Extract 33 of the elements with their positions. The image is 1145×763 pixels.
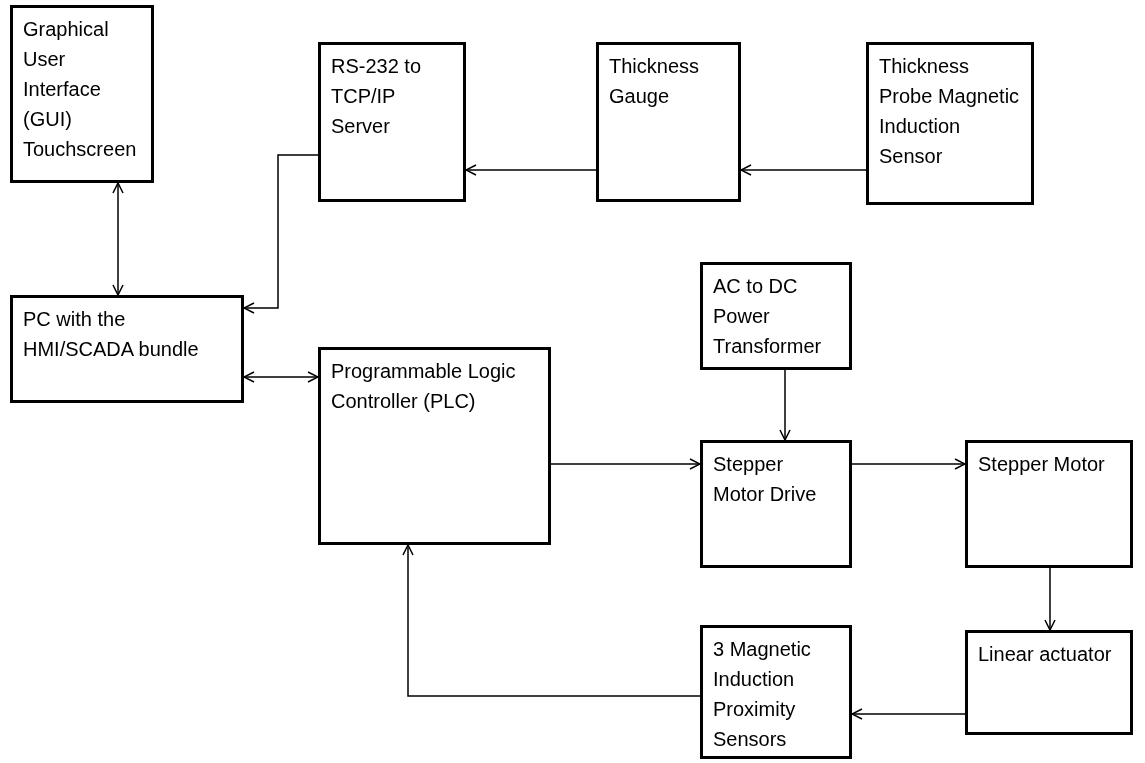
box-label: Programmable Logic Controller (PLC) (331, 359, 517, 414)
arrow (243, 154, 319, 314)
arrow (550, 458, 701, 470)
process-box (318, 347, 551, 545)
process-box (866, 42, 1034, 205)
box-label: 3 Magnetic Induction Proximity Sensors (713, 637, 812, 752)
box-label: AC to DC Power Transformer (713, 274, 823, 359)
box-label: PC with the HMI/SCADA bundle (23, 307, 200, 362)
process-box (700, 440, 852, 568)
box-label: Thickness Gauge (609, 54, 701, 109)
process-box (596, 42, 741, 202)
arrow (243, 371, 319, 383)
process-box (10, 295, 244, 403)
process-box (965, 440, 1133, 568)
arrow (112, 182, 124, 296)
box-label: Thickness Probe Magnetic Induction Sensor (879, 54, 1021, 169)
arrow (740, 164, 867, 176)
arrow (779, 369, 791, 441)
arrow (465, 164, 597, 176)
process-box (10, 5, 154, 183)
process-box (965, 630, 1133, 735)
box-label: Stepper Motor (978, 452, 1106, 477)
process-box (700, 625, 852, 759)
process-box (318, 42, 466, 202)
process-box (700, 262, 852, 370)
arrow (851, 708, 966, 720)
box-label: Linear actuator (978, 642, 1113, 667)
box-label: Stepper Motor Drive (713, 452, 818, 507)
arrow (1044, 567, 1056, 631)
arrow (851, 458, 966, 470)
arrow (402, 544, 701, 697)
box-label: RS-232 to TCP/IP Server (331, 54, 423, 139)
box-label: Graphical User Interface (GUI) Touchscreen (23, 17, 138, 162)
